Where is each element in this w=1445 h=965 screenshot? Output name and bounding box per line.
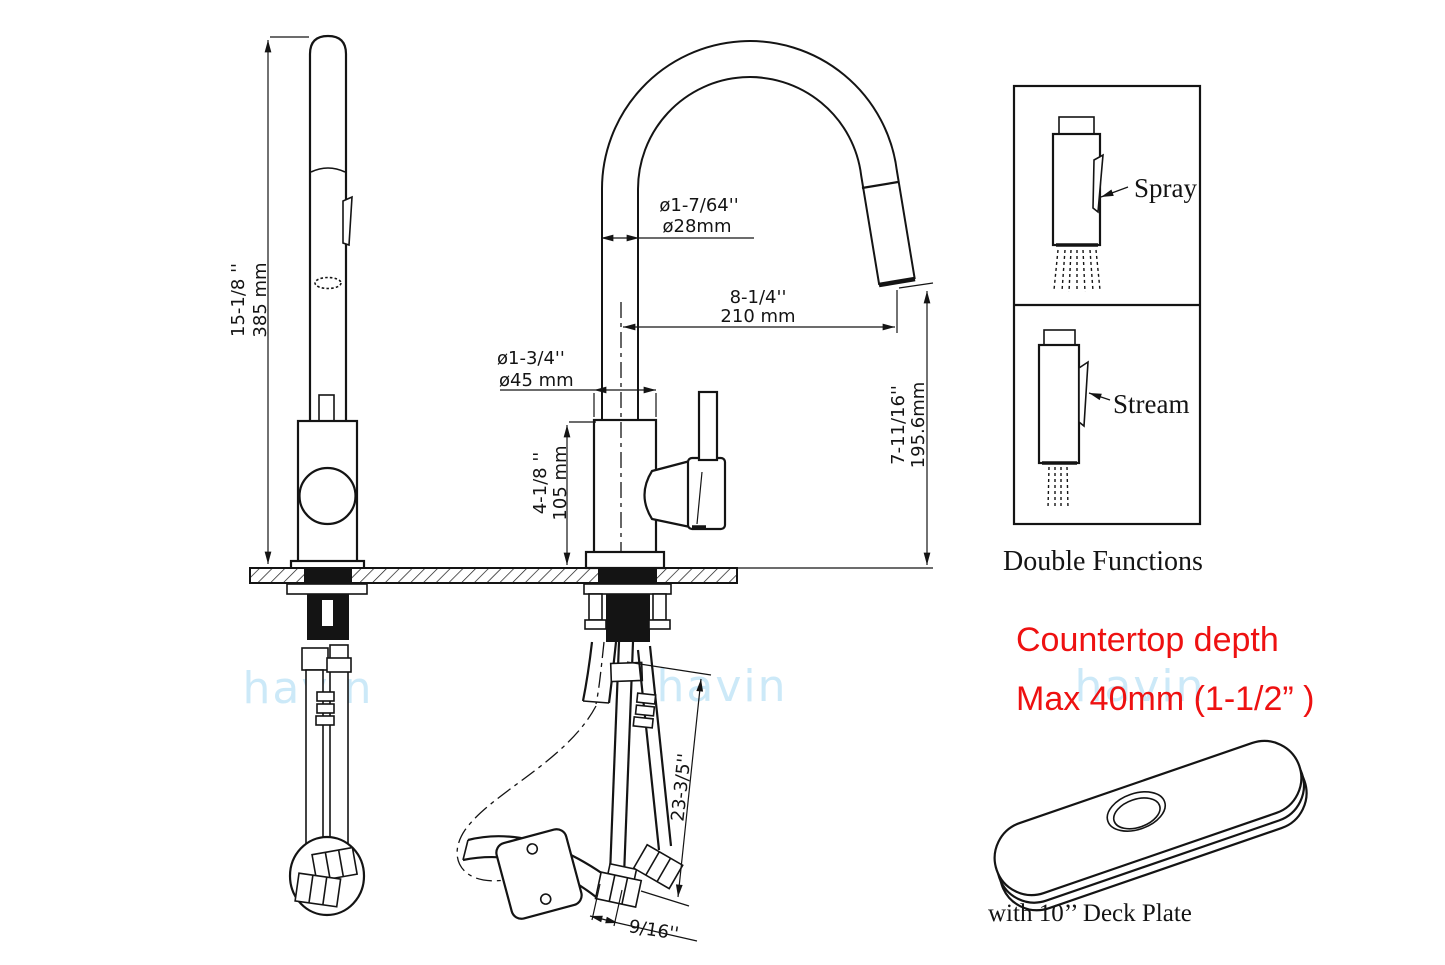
deck-plate-caption: with 10’’ Deck Plate bbox=[988, 900, 1192, 927]
body-height-dimension: 4-1/8 '' 105 mm bbox=[530, 421, 596, 565]
stream-cell: Stream bbox=[1037, 329, 1189, 509]
left-mounting-hardware bbox=[286, 568, 368, 917]
handle-joint-circle bbox=[298, 466, 357, 526]
sprayhead-joint-line bbox=[861, 180, 899, 190]
gooseneck-spout-fill bbox=[602, 42, 914, 424]
pulldown-hose bbox=[456, 641, 618, 920]
body-height-inches: 4-1/8 '' bbox=[530, 452, 551, 515]
spray-cell: Spray bbox=[1051, 116, 1197, 293]
spray-toggle-paddle bbox=[1092, 153, 1104, 214]
hose-length-dimension: 23-3/5'' bbox=[626, 661, 712, 907]
supply-nut-left bbox=[594, 862, 643, 909]
deck-plate bbox=[993, 739, 1308, 912]
spout-height-dimension: 7-11/16'' 195.6mm bbox=[888, 282, 934, 565]
body-dia-inches: ø1-3/4'' bbox=[497, 348, 565, 369]
note-line2: Max 40mm (1-1/2” ) bbox=[1016, 680, 1315, 718]
stream-toggle-paddle bbox=[1078, 360, 1089, 428]
spray-pattern bbox=[1053, 249, 1101, 293]
spout-reach-dimension: 8-1/4'' 210 mm bbox=[623, 287, 898, 333]
stream-label: Stream bbox=[1113, 389, 1189, 419]
note-line1: Countertop depth bbox=[1016, 621, 1279, 659]
handle bbox=[643, 390, 727, 531]
watermark-center: havin bbox=[657, 661, 788, 712]
body-dia-mm: ø45 mm bbox=[499, 370, 574, 391]
spray-label: Spray bbox=[1134, 173, 1197, 203]
hose-length-inches: 23-3/5'' bbox=[668, 752, 696, 822]
supply-hose-left bbox=[301, 647, 329, 671]
functions-caption: Double Functions bbox=[1003, 546, 1203, 577]
overall-height-dimension: 15-1/8 '' 385 mm bbox=[228, 36, 309, 564]
body-diameter-dimension: ø1-3/4'' ø45 mm bbox=[497, 348, 657, 417]
countertop-depth-note: Countertop depth Max 40mm (1-1/2” ) bbox=[1016, 621, 1315, 718]
pulldown-wand-side bbox=[308, 34, 348, 425]
wand-joint-line bbox=[310, 167, 346, 173]
spout-dia-inches: ø1-7/64'' bbox=[659, 195, 738, 216]
connector-inches: 9/16'' bbox=[627, 916, 680, 945]
hose-nut-upper bbox=[311, 846, 359, 883]
height-mm-label: 385 mm bbox=[250, 262, 271, 337]
spout-dia-mm: ø28mm bbox=[663, 216, 732, 237]
watermark-right: havin bbox=[1075, 661, 1206, 712]
front-mounting-hardware bbox=[456, 568, 684, 920]
hose-nut-lower bbox=[294, 872, 342, 908]
front-view bbox=[584, 40, 916, 640]
supply-nut-right bbox=[632, 843, 684, 890]
reach-mm: 210 mm bbox=[720, 306, 795, 327]
reach-inches: 8-1/4'' bbox=[730, 287, 787, 308]
aerator-ring bbox=[314, 276, 342, 290]
spout-height-mm: 195.6mm bbox=[908, 382, 929, 469]
spout-tube-diameter-dimension: ø1-7/64'' ø28mm bbox=[601, 195, 754, 242]
deck-plate-hole bbox=[1106, 791, 1166, 832]
hose-travel-path bbox=[456, 705, 597, 882]
countertop bbox=[249, 567, 933, 584]
front-supply-hoses bbox=[594, 641, 684, 909]
hose-weight bbox=[495, 828, 583, 920]
functions-panel: Spray Stream Double Functions bbox=[1003, 84, 1203, 577]
left-side-view: 15-1/8 '' 385 mm bbox=[228, 34, 366, 572]
base-flange-front bbox=[584, 550, 666, 570]
body-height-mm: 105 mm bbox=[550, 445, 571, 520]
spout-height-inches: 7-11/16'' bbox=[888, 385, 909, 465]
sprayhead-tip bbox=[878, 276, 916, 288]
height-inches-label: 15-1/8 '' bbox=[228, 263, 249, 337]
stream-pattern bbox=[1047, 466, 1069, 509]
wand-toggle-paddle bbox=[342, 195, 353, 247]
